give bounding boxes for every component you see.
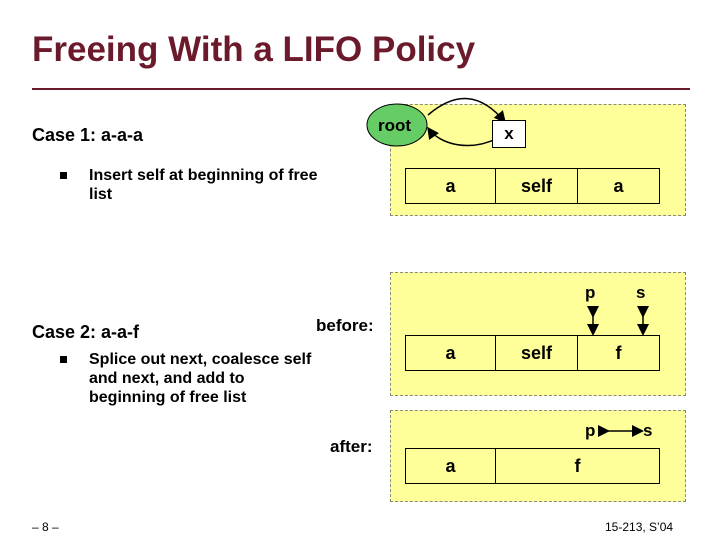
course-label: 15-213, S’04 [605, 520, 674, 534]
before-p-label: p [585, 283, 596, 302]
case2-heading: Case 2: a-a-f [32, 322, 140, 342]
page-number: – 8 – [32, 520, 59, 534]
case1-bullet-text: Insert self at beginning of free list [89, 167, 318, 203]
case2-after-block-row: a f [405, 448, 660, 484]
case1-cell-prev: a [406, 169, 496, 203]
after-p-label: p [585, 421, 596, 440]
after-cell-free: f [574, 455, 581, 476]
case2-bullet-icon [60, 356, 67, 363]
case1-cell-self: self [496, 169, 578, 203]
x-label: x [504, 124, 514, 143]
case1-bullet-icon [60, 172, 67, 179]
case1-block-row: a self a [405, 168, 660, 204]
case2-before-block-row: a self f [405, 335, 660, 371]
case2-bullet-text: Splice out next, coalesce self and next,… [89, 351, 312, 406]
before-s-label: s [636, 283, 646, 302]
case1-panel [390, 104, 686, 216]
before-cell-self: self [496, 336, 578, 370]
root-label: root [378, 116, 412, 135]
after-cell-prev: a [406, 449, 496, 483]
slide-title: Freeing With a LIFO Policy [32, 30, 476, 69]
before-cell-prev: a [406, 336, 496, 370]
case1-cell-next: a [613, 175, 624, 196]
case1-heading: Case 1: a-a-a [32, 125, 144, 145]
after-s-label: s [643, 421, 653, 440]
after-label: after: [330, 437, 373, 456]
title-rule [32, 88, 690, 90]
case2-before-panel [390, 272, 686, 396]
x-pointer-box: x [492, 120, 526, 148]
before-cell-next-free: f [615, 342, 622, 363]
before-label: before: [316, 316, 374, 335]
